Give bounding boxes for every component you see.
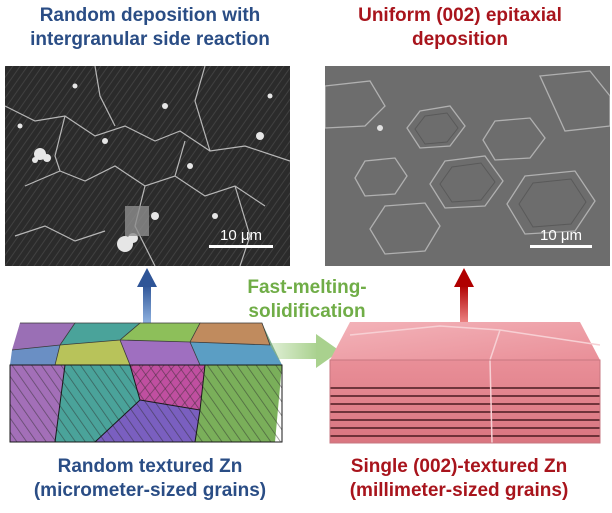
- red-up-arrow: [454, 268, 474, 325]
- process-label: Fast-melting- solidification: [214, 276, 400, 324]
- random-deposition-title-line-1: Random deposition with: [39, 5, 261, 26]
- random-textured-zn-caption-line-1: Random textured Zn: [57, 456, 243, 477]
- random-textured-zn-caption: Random textured Zn (micrometer-sized gra…: [0, 455, 300, 503]
- process-label-line-1: Fast-melting-: [247, 277, 367, 298]
- blue-up-arrow: [137, 268, 157, 323]
- scale-bar-left-line: [209, 245, 273, 248]
- single-textured-zn-caption-line-2: (millimeter-sized grains): [349, 480, 569, 501]
- sem-image-random-deposition: 10 μm: [5, 66, 290, 266]
- epitaxial-deposition-title-line-2: deposition: [411, 29, 509, 50]
- epitaxial-deposition-title-line-1: Uniform (002) epitaxial: [358, 5, 562, 26]
- random-deposition-title: Random deposition with intergranular sid…: [0, 4, 300, 52]
- process-label-line-2: solidification: [248, 301, 366, 322]
- random-deposition-texture: [5, 66, 290, 266]
- random-deposition-title-line-2: intergranular side reaction: [30, 29, 270, 50]
- scale-bar-right: 10 μm: [530, 227, 592, 248]
- single-textured-zn-caption-line-1: Single (002)-textured Zn: [350, 456, 568, 477]
- scale-bar-left: 10 μm: [209, 227, 273, 248]
- random-textured-zn-caption-line-2: (micrometer-sized grains): [33, 480, 267, 501]
- green-right-arrow: [268, 334, 340, 368]
- scale-bar-right-label: 10 μm: [540, 227, 582, 244]
- scale-bar-right-line: [530, 245, 592, 248]
- epitaxial-deposition-texture: [325, 66, 610, 266]
- random-textured-zn-block: [9, 322, 283, 443]
- single-textured-zn-caption: Single (002)-textured Zn (millimeter-siz…: [306, 455, 612, 503]
- single-textured-zn-block: [329, 322, 601, 444]
- scale-bar-left-label: 10 μm: [220, 227, 262, 244]
- sem-image-epitaxial-deposition: 10 μm: [325, 66, 610, 266]
- epitaxial-deposition-title: Uniform (002) epitaxial deposition: [308, 4, 612, 52]
